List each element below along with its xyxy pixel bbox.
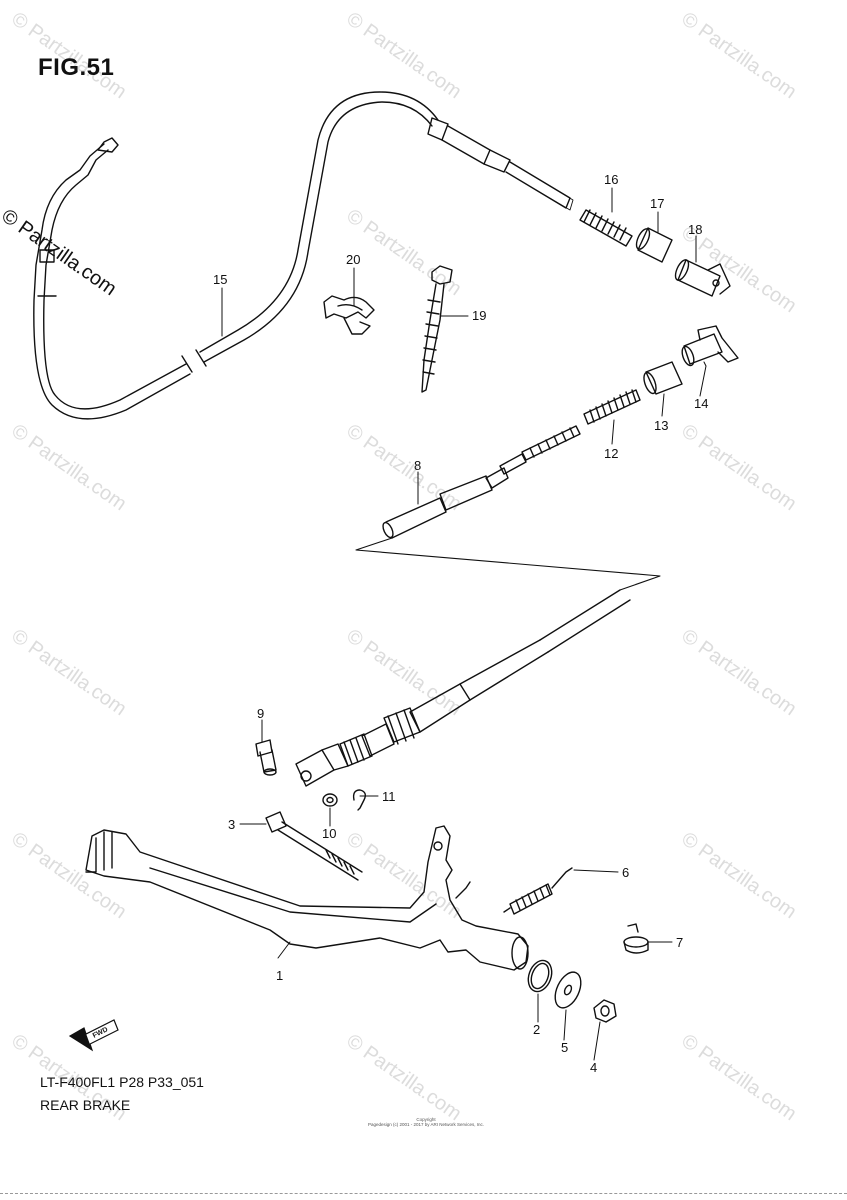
bolt-7: [623, 923, 649, 954]
page-divider: [0, 1193, 847, 1194]
part-label-7: 7: [676, 935, 683, 950]
part-label-19: 19: [472, 308, 486, 323]
figure-title: FIG.51: [38, 54, 115, 81]
brake-cable-upper: [33, 91, 574, 420]
copyright-line-1: Copyright: [416, 1117, 436, 1122]
clamp-20: [323, 295, 375, 335]
diagram-caption: REAR BRAKE: [40, 1097, 131, 1113]
part-label-12: 12: [604, 446, 618, 461]
part-label-18: 18: [688, 222, 702, 237]
bolt-3: [265, 811, 363, 881]
part-label-5: 5: [561, 1040, 568, 1055]
washer-5: [554, 971, 582, 1009]
collar-17: [635, 227, 673, 263]
part-label-10: 10: [322, 826, 336, 841]
part-label-13: 13: [654, 418, 668, 433]
diagram-code: LT-F400FL1 P28 P33_051: [40, 1074, 204, 1090]
circlip-2: [527, 959, 553, 993]
joint-14: [681, 325, 739, 367]
pin-9: [255, 739, 277, 776]
part-label-11: 11: [382, 789, 396, 804]
part-label-17: 17: [650, 196, 664, 211]
part-labels: 1 2 3 4 5 6 7 8 9 10 11 12 13 14 15 16 1…: [213, 172, 708, 1075]
leader-lines: [221, 187, 707, 1061]
part-label-2: 2: [533, 1022, 540, 1037]
cable-tie-19: [421, 265, 453, 393]
copyright-notice: Copyright Pagedesign (c) 2001 - 2017 by …: [368, 1117, 484, 1127]
part-label-8: 8: [414, 458, 421, 473]
copyright-line-2: Pagedesign (c) 2001 - 2017 by ARI Networ…: [368, 1122, 485, 1127]
fwd-arrow-icon: FWD: [68, 1019, 119, 1052]
part-label-14: 14: [694, 396, 708, 411]
part-label-1: 1: [276, 968, 283, 983]
part-label-6: 6: [622, 865, 629, 880]
brake-pedal-1: [85, 825, 529, 971]
part-label-4: 4: [590, 1060, 597, 1075]
washer-10: [322, 793, 338, 807]
part-label-20: 20: [346, 252, 360, 267]
return-spring-6: [503, 867, 573, 915]
brake-cable-lower: [295, 425, 661, 787]
collar-13: [643, 361, 683, 395]
spring-12: [583, 389, 641, 425]
cotter-pin-11: [352, 789, 367, 811]
spring-16: [579, 209, 633, 247]
part-label-15: 15: [213, 272, 227, 287]
part-label-16: 16: [604, 172, 618, 187]
nut-4: [593, 999, 617, 1023]
part-label-9: 9: [257, 706, 264, 721]
joint-18: [674, 259, 731, 297]
part-label-3: 3: [228, 817, 235, 832]
